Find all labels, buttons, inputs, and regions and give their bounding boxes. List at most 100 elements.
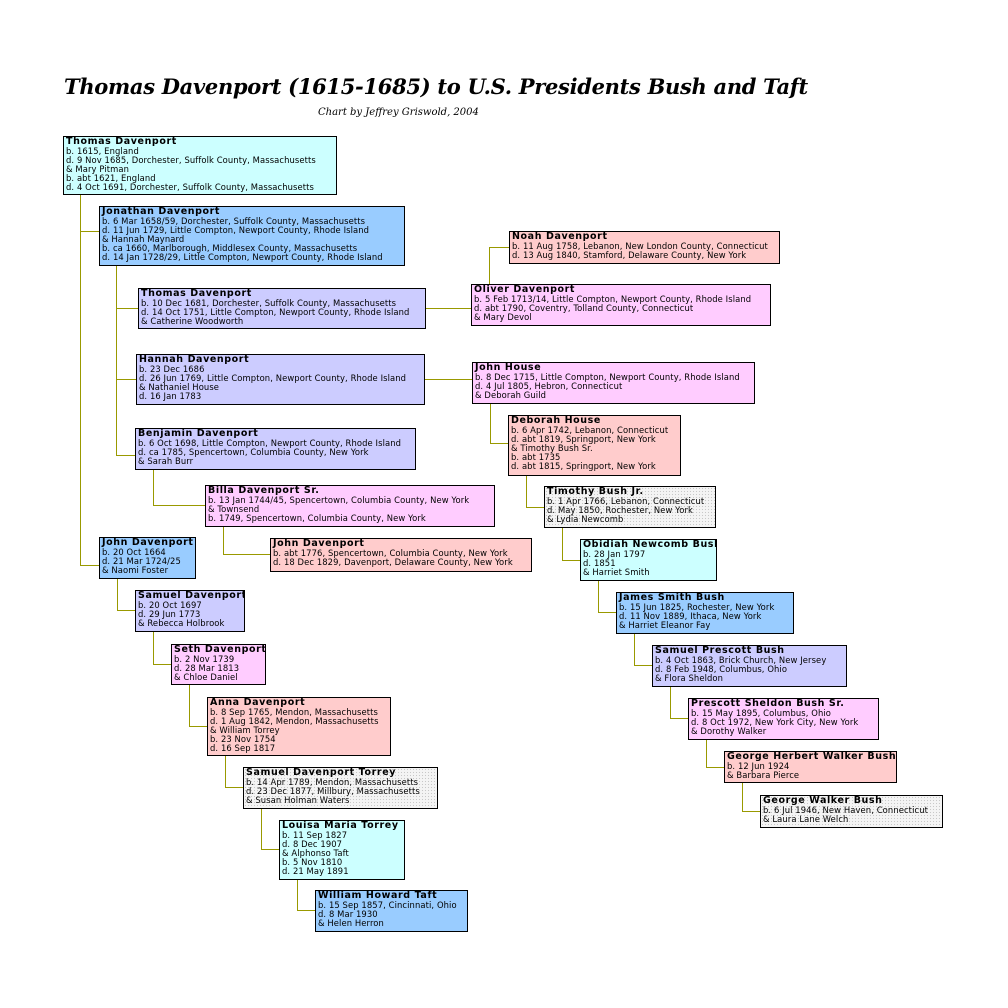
person-name: Prescott Sheldon Bush Sr. [691, 698, 845, 709]
person-name: Louisa Maria Torrey [282, 820, 399, 831]
person-detail: d. 11 Nov 1889, Ithaca, New York [619, 611, 762, 621]
person-name: Seth Davenport [174, 644, 266, 655]
person-detail: & Barbara Pierce [727, 770, 800, 780]
person-detail: b. 5 Feb 1713/14, Little Compton, Newpor… [474, 294, 752, 304]
person-detail: & Catherine Woodworth [141, 316, 244, 326]
person-name: John House [475, 362, 542, 373]
person-detail: d. May 1850, Rochester, New York [547, 505, 694, 515]
connector [562, 527, 580, 561]
connector [670, 686, 688, 719]
connector [490, 403, 508, 444]
person-detail: b. abt 1735 [511, 452, 561, 462]
chart-subtitle: Chart by Jeffrey Griswold, 2004 [318, 107, 479, 118]
connector [297, 879, 315, 911]
connector [153, 469, 205, 506]
person-detail: b. 6 Apr 1742, Lebanon, Connecticut [511, 425, 669, 435]
person-detail: b. 1 Apr 1766, Lebanon, Connecticut [547, 496, 705, 506]
person-name: George Herbert Walker Bush [727, 751, 897, 762]
person-detail: & Lydia Newcomb [547, 514, 624, 524]
person-detail: & Harriet Smith [583, 567, 650, 577]
person-name: Billa Davenport Sr. [208, 485, 320, 496]
person-detail: b. 11 Sep 1827 [282, 830, 348, 840]
connector [742, 782, 760, 812]
person-name: Hannah Davenport [139, 354, 250, 365]
connector [117, 578, 135, 611]
person-detail: & Laura Lane Welch [763, 814, 849, 824]
chart-title: Thomas Davenport (1615-1685) to U.S. Pre… [64, 74, 808, 99]
person-name: Samuel Davenport Torrey [246, 767, 397, 778]
person-name: Jonathan Davenport [102, 206, 221, 217]
person-detail: b. 15 Jun 1825, Rochester, New York [619, 602, 775, 612]
person-detail: b. 8 Sep 1765, Mendon, Massachusetts [210, 707, 378, 717]
person-detail: b. 28 Jan 1797 [583, 549, 646, 559]
person-detail: b. 6 Mar 1658/59, Dorchester, Suffolk Co… [102, 216, 366, 226]
person-name: John Davenport [102, 537, 194, 548]
person-detail: & Hannah Maynard [102, 234, 185, 244]
person-detail: & Mary Devol [474, 312, 532, 322]
person-detail: b. abt 1621, England [66, 173, 156, 183]
person-detail: d. 4 Jul 1805, Hebron, Connecticut [475, 381, 623, 391]
person-detail: b. 2 Nov 1739 [174, 654, 235, 664]
connector [80, 194, 99, 566]
person-detail: b. 13 Jan 1744/45, Spencertown, Columbia… [208, 495, 470, 505]
person-name: John Davenport [273, 538, 365, 549]
person-detail: d. 29 Jun 1773 [138, 609, 201, 619]
person-detail: d. 8 Oct 1972, New York City, New York [691, 717, 859, 727]
person-detail: b. 12 Jun 1924 [727, 761, 790, 771]
person-detail: & Alphonso Taft [282, 848, 349, 858]
person-detail: d. 4 Oct 1691, Dorchester, Suffolk Count… [66, 182, 314, 192]
person-detail: d. 9 Nov 1685, Dorchester, Suffolk Count… [66, 155, 316, 165]
person-detail: d. 16 Jan 1783 [139, 391, 202, 401]
person-detail: b. 10 Dec 1681, Dorchester, Suffolk Coun… [141, 298, 397, 308]
person-detail: & Sarah Burr [138, 456, 194, 466]
person-detail: & Nathaniel House [139, 382, 220, 392]
person-detail: b. abt 1776, Spencertown, Columbia Count… [273, 548, 508, 558]
person-name: Thomas Davenport [66, 136, 177, 147]
person-detail: & Deborah Guild [475, 390, 547, 400]
person-detail: & Timothy Bush Sr. [511, 443, 593, 453]
person-detail: d. abt 1815, Springport, New York [511, 461, 656, 471]
person-detail: d. 14 Oct 1751, Little Compton, Newport … [141, 307, 410, 317]
person-detail: & Susan Holman Waters [246, 795, 350, 805]
person-detail: d. 21 May 1891 [282, 866, 349, 876]
person-name: William Howard Taft [318, 890, 438, 901]
connector [706, 739, 724, 768]
person-detail: d. 26 Jun 1769, Little Compton, Newport … [139, 373, 407, 383]
person-detail: d. 1 Aug 1842, Mendon, Massachusetts [210, 716, 379, 726]
connector [489, 247, 509, 284]
person-detail: b. 1615, England [66, 146, 139, 156]
person-detail: & Flora Sheldon [655, 673, 724, 683]
person-detail: b. 15 Sep 1857, Cincinnati, Ohio [318, 900, 457, 910]
person-detail: d. abt 1819, Springport, New York [511, 434, 656, 444]
person-name: Benjamin Davenport [138, 428, 259, 439]
connector [189, 684, 207, 727]
person-detail: & Rebecca Holbrook [138, 618, 225, 628]
connector [225, 755, 243, 788]
person-detail: b. 20 Oct 1664 [102, 547, 166, 557]
person-detail: b. ca 1660, Marlborough, Middlesex Count… [102, 243, 358, 253]
person-detail: b. 5 Nov 1810 [282, 857, 343, 867]
person-detail: d. 23 Dec 1877, Millbury, Massachusetts [246, 786, 420, 796]
connector [634, 633, 652, 666]
person-detail: & Mary Pitman [66, 164, 129, 174]
person-box: Prescott Sheldon Bush Sr.b. 15 May 1895,… [688, 698, 879, 740]
person-detail: d. abt 1790, Coventry, Tolland County, C… [474, 303, 694, 313]
person-name: Oliver Davenport [474, 284, 576, 295]
person-name: James Smith Bush [619, 592, 725, 603]
connector [598, 580, 616, 613]
person-box: Billa Davenport Sr.b. 13 Jan 1744/45, Sp… [205, 485, 495, 527]
person-detail: & Townsend [208, 504, 260, 514]
